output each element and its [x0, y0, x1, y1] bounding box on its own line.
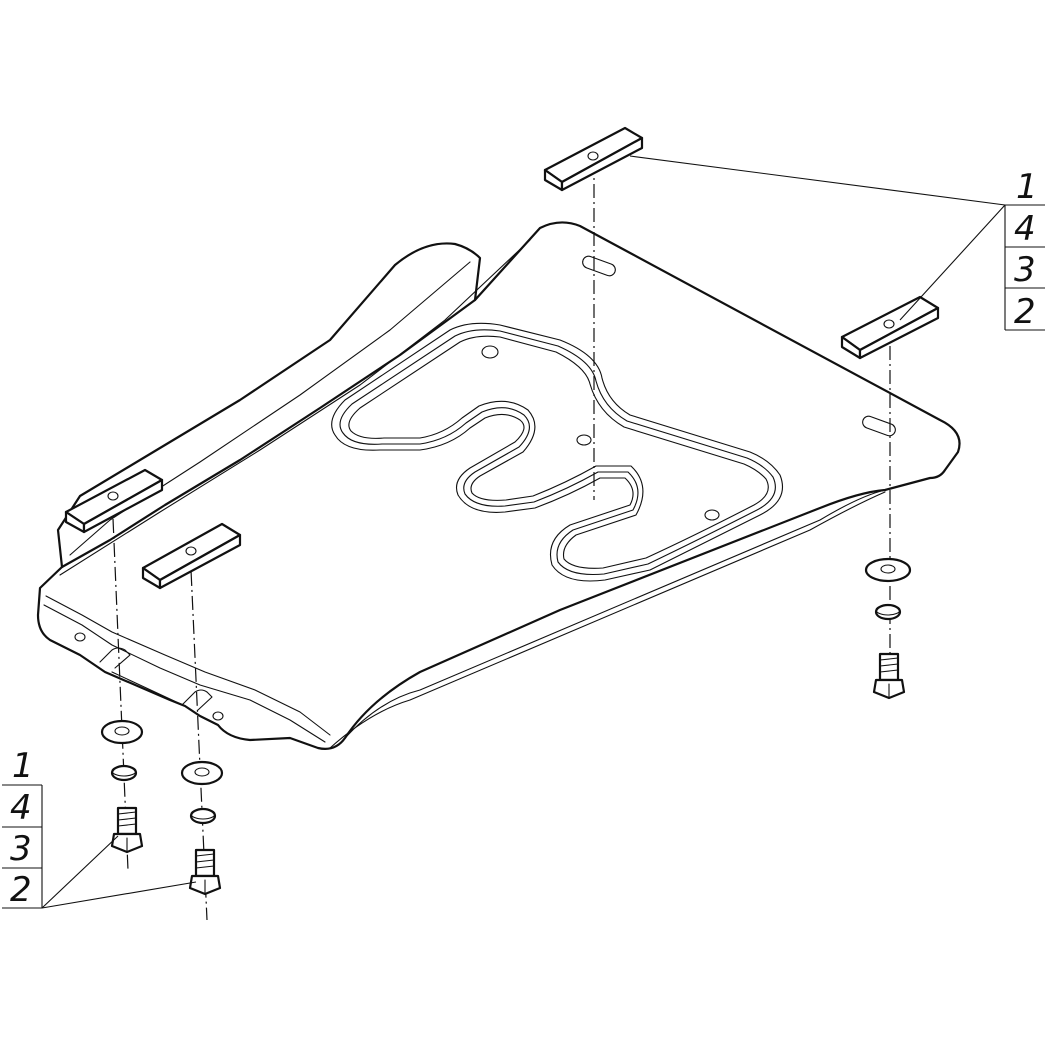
front-lip-hole — [212, 711, 224, 721]
spring-washer — [874, 603, 902, 621]
leader-lines — [41, 155, 1006, 909]
callout-number: 1 — [12, 746, 34, 786]
front-notch-left — [99, 647, 131, 669]
callout-number: 2 — [1014, 292, 1036, 332]
plate-hole — [481, 345, 499, 359]
right-slope-inner — [329, 491, 886, 749]
plate-fold-line — [59, 239, 531, 576]
spacer-plate — [543, 126, 644, 192]
spring-washer — [110, 764, 138, 782]
stamped-relief — [331, 322, 784, 582]
relief-inner-2 — [348, 335, 769, 569]
plate-hole — [576, 434, 592, 446]
left-flange-edge — [69, 261, 471, 556]
front-lip — [43, 604, 326, 743]
callout-top-right: 1 4 3 2 — [1004, 167, 1045, 332]
spacer-plate — [840, 295, 940, 360]
flat-washer — [180, 760, 224, 786]
plate-outline — [36, 221, 961, 750]
left-flange — [56, 242, 482, 569]
hex-bolt — [110, 806, 144, 854]
front-lip-hole — [74, 632, 86, 642]
relief-inner-1 — [339, 329, 776, 576]
slot-hole — [862, 415, 896, 437]
callout-number: 1 — [1016, 167, 1038, 207]
callout-number: 4 — [1014, 209, 1036, 249]
callout-number: 2 — [10, 870, 32, 910]
plate-hole — [704, 509, 720, 521]
hex-bolt — [188, 848, 222, 896]
front-lip-inner — [45, 595, 331, 736]
callout-bottom-left: 1 4 3 2 — [2, 746, 43, 910]
relief-outer — [331, 322, 784, 582]
flat-washer — [100, 719, 144, 745]
callout-number: 3 — [10, 829, 32, 869]
flat-washer — [864, 557, 912, 583]
spacer-plate — [141, 522, 242, 590]
skid-plate — [36, 221, 961, 750]
hex-bolt — [872, 652, 906, 700]
spacer-plate — [64, 468, 164, 534]
axis-line — [189, 547, 208, 921]
slot-hole — [582, 255, 616, 277]
right-slope — [344, 489, 886, 739]
callout-number: 3 — [1014, 250, 1036, 290]
spring-washer — [189, 807, 217, 825]
front-tab — [111, 671, 186, 707]
callout-number: 4 — [10, 788, 32, 828]
front-notch-right — [181, 689, 213, 711]
